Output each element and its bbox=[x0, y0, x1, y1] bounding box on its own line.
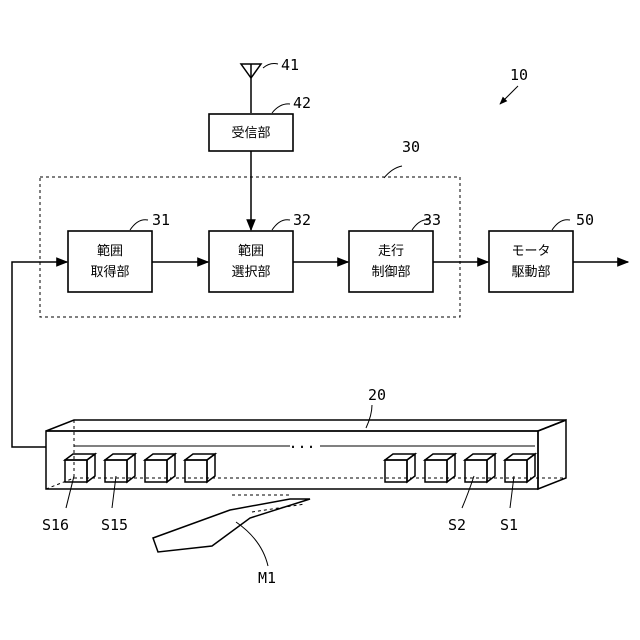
range-selection-ref-label: 32 bbox=[293, 211, 311, 229]
range-acquisition-line1: 範囲 bbox=[97, 244, 123, 259]
medium-ref-label: M1 bbox=[258, 569, 276, 587]
s16-leader bbox=[66, 476, 74, 508]
range-acquisition-line2: 取得部 bbox=[90, 264, 129, 280]
travel-control-line2: 制御部 bbox=[371, 265, 410, 280]
s2-leader bbox=[462, 476, 474, 508]
controller-leader bbox=[384, 166, 402, 178]
travel-control-line1: 走行 bbox=[378, 244, 404, 259]
sensor-ellipsis: ··· bbox=[288, 438, 315, 456]
travel-control-box bbox=[349, 231, 433, 292]
motor-drive-line2: 駆動部 bbox=[511, 265, 550, 280]
range-acquisition-leader bbox=[130, 220, 148, 230]
motor-drive-leader bbox=[552, 220, 570, 230]
range-selection-line1: 範囲 bbox=[238, 244, 264, 259]
s1-label: S1 bbox=[500, 516, 518, 534]
sensor-feedback-arrow bbox=[12, 262, 67, 447]
sensor-bar-leader bbox=[366, 405, 372, 428]
range-selection-box bbox=[209, 231, 293, 292]
receiver-ref-label: 42 bbox=[293, 94, 311, 112]
medium-tape bbox=[153, 495, 310, 552]
receiver-label: 受信部 bbox=[231, 126, 270, 141]
antenna-icon bbox=[241, 64, 261, 113]
motor-drive-box bbox=[489, 231, 573, 292]
range-acquisition-ref-label: 31 bbox=[152, 211, 170, 229]
sensor-bar-ref-label: 20 bbox=[368, 386, 386, 404]
s1-leader bbox=[510, 476, 514, 508]
controller-ref-label: 30 bbox=[402, 138, 420, 156]
motor-drive-line1: モータ bbox=[511, 244, 550, 259]
device-ref-arrow bbox=[500, 86, 518, 104]
receiver-leader bbox=[272, 104, 290, 113]
antenna-leader bbox=[263, 64, 278, 69]
device-ref-label: 10 bbox=[510, 66, 528, 84]
s15-label: S15 bbox=[101, 516, 128, 534]
s16-label: S16 bbox=[42, 516, 69, 534]
travel-control-ref-label: 33 bbox=[423, 211, 441, 229]
antenna-ref-label: 41 bbox=[281, 56, 299, 74]
medium-leader bbox=[236, 522, 268, 566]
s15-leader bbox=[112, 476, 116, 508]
range-selection-leader bbox=[272, 220, 290, 230]
motor-drive-ref-label: 50 bbox=[576, 211, 594, 229]
range-selection-line2: 選択部 bbox=[231, 265, 270, 280]
range-acquisition-box bbox=[68, 231, 152, 292]
s2-label: S2 bbox=[448, 516, 466, 534]
